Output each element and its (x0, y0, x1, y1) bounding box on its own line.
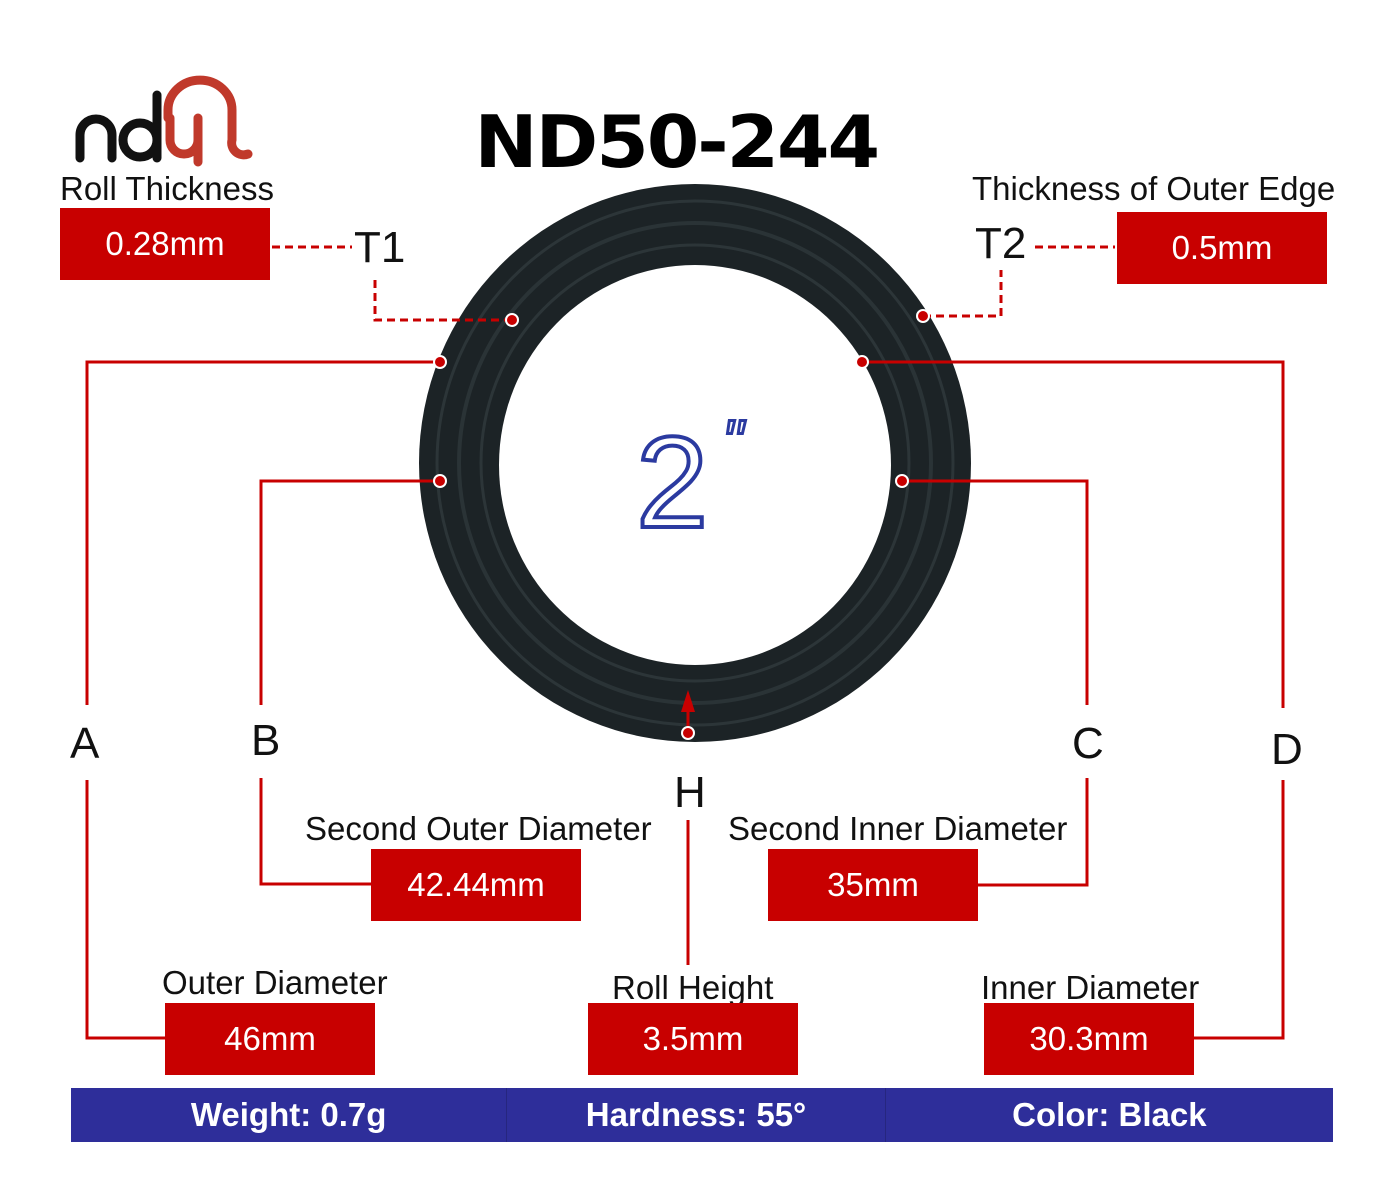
spec-bar: Weight: 0.7g Hardness: 55° Color: Black (71, 1088, 1333, 1142)
roll-height-label: Roll Height (612, 969, 774, 1006)
letter-a: A (70, 719, 100, 768)
second-inner-value: 35mm (768, 849, 978, 921)
roll-thickness-label: Roll Thickness (60, 170, 274, 207)
outer-edge-label: Thickness of Outer Edge (972, 170, 1336, 207)
measurement-points (433, 309, 930, 740)
t1-tag: T1 (354, 223, 406, 272)
roll-thickness-value: 0.28mm (60, 208, 270, 280)
spec-color: Color: Black (1012, 1096, 1207, 1133)
second-outer-label: Second Outer Diameter (305, 810, 652, 847)
second-inner-label: Second Inner Diameter (728, 810, 1068, 847)
letter-h: H (674, 768, 706, 817)
size-label: 2 (636, 409, 708, 555)
arrow-up-icon (681, 690, 695, 712)
outer-diameter-value: 46mm (165, 1003, 375, 1075)
spec-hardness: Hardness: 55° (507, 1088, 886, 1142)
model-title: ND50-244 (474, 100, 880, 184)
brand-logo (75, 75, 253, 167)
letter-b: B (251, 716, 281, 765)
letter-c: C (1072, 719, 1104, 768)
inch-mark: " (722, 408, 746, 475)
surround-ring (419, 184, 971, 742)
spec-weight: Weight: 0.7g (71, 1088, 508, 1142)
inner-diameter-value: 30.3mm (984, 1003, 1194, 1075)
inner-diameter-label: Inner Diameter (981, 969, 1200, 1006)
outer-diameter-label: Outer Diameter (162, 964, 388, 1001)
roll-height-value: 3.5mm (588, 1003, 798, 1075)
second-outer-value: 42.44mm (371, 849, 581, 921)
dimension-lines (85, 245, 1285, 1040)
outer-edge-value: 0.5mm (1117, 212, 1327, 284)
letter-d: D (1271, 725, 1303, 774)
t2-tag: T2 (975, 219, 1027, 268)
